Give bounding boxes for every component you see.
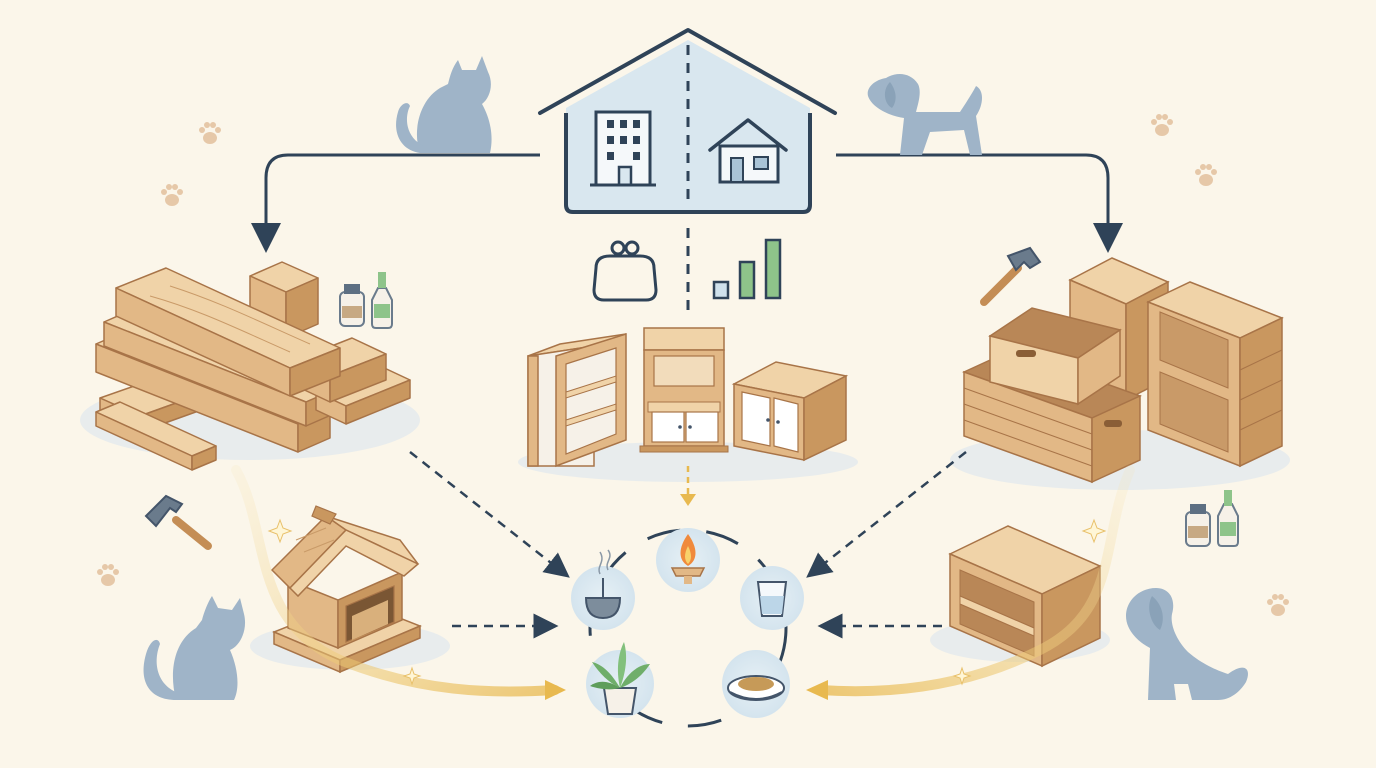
paw-print-icon	[97, 564, 119, 586]
gold-flow-arrows	[231, 465, 1135, 700]
wood-finish-bottles-icon	[1185, 490, 1239, 547]
incense-burner-icon	[571, 549, 635, 630]
pet-memorial-offering-circle	[588, 528, 788, 728]
open-wooden-box-shelf	[930, 525, 1110, 668]
shrine-structure	[270, 505, 422, 674]
small-cabinets	[518, 327, 858, 482]
coin-purse-icon	[592, 240, 658, 302]
crate-shelf	[1146, 281, 1284, 468]
cat-silhouette-icon	[143, 596, 246, 700]
gold-down-arrow	[680, 466, 696, 506]
candle-flame-icon	[656, 528, 720, 592]
raw-lumber-boards	[80, 261, 420, 471]
paw-print-icon	[161, 184, 183, 206]
detached-house-icon	[708, 118, 788, 184]
low-sideboard	[731, 361, 849, 462]
lumber-board	[115, 267, 341, 397]
wooden-crates	[950, 257, 1290, 490]
lumber-board	[95, 401, 217, 471]
paw-print-icon	[199, 122, 221, 144]
paw-print-decorations	[97, 114, 1289, 616]
hammer-icon	[980, 246, 1042, 306]
top-right-branch-arrow	[836, 153, 1123, 253]
hammer-icon	[144, 494, 212, 550]
paw-print-icon	[1151, 114, 1173, 136]
bar-chart-growth-icon	[712, 238, 782, 300]
top-left-branch-arrow	[251, 153, 540, 253]
two-door-cabinet	[639, 327, 729, 453]
box-shelf-structure	[948, 525, 1102, 668]
apartment-building-icon	[590, 110, 656, 187]
paw-print-icon	[1195, 164, 1217, 186]
cat-silhouette-icon	[396, 56, 492, 153]
food-offering-bowl-icon	[722, 650, 790, 718]
dog-silhouette-icon	[1126, 588, 1248, 700]
paw-print-icon	[1267, 594, 1289, 616]
small-wooden-crate	[988, 307, 1122, 406]
dog-silhouette-icon	[867, 74, 982, 155]
home-icon	[538, 28, 837, 214]
dashed-flow-arrows	[409, 451, 967, 639]
potted-plant-icon	[586, 642, 654, 718]
wood-finish-bottles-icon	[339, 272, 393, 329]
water-cup-icon	[740, 566, 804, 630]
open-shelf-unit	[527, 332, 627, 468]
